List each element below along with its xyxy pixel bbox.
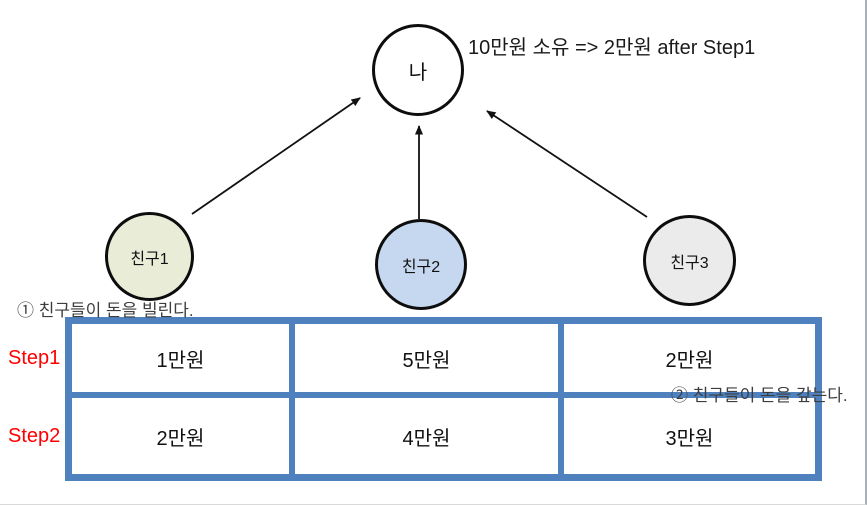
cell-step1-friend1: 1만원 (72, 324, 289, 392)
me-annotation: 10만원 소유 => 2만원 after Step1 (468, 37, 756, 59)
cell-step2-friend2: 4만원 (295, 398, 558, 474)
node-friend1-label: 친구1 (130, 250, 169, 268)
cell-step2-friend1: 2만원 (72, 398, 289, 474)
row-label-step2: Step2 (8, 424, 61, 447)
node-me-label: 나 (408, 61, 428, 84)
cell-step1-friend3: 2만원 (564, 324, 815, 392)
note-borrow: ① 친구들이 돈을 빌린다. (17, 301, 194, 320)
node-friend3: 친구3 (643, 215, 736, 306)
arrow-friend3-to-me (486, 110, 648, 218)
node-friend1: 친구1 (105, 212, 194, 301)
node-me: 나 (372, 24, 464, 116)
arrow-friend1-to-me (191, 97, 361, 215)
cell-step1-friend2: 5만원 (295, 324, 558, 392)
money-table: 1만원 5만원 2만원 2만원 4만원 3만원 (65, 317, 822, 481)
note-repay: ② 친구들이 돈을 갚는다. (671, 386, 848, 405)
cell-step2-friend3: 3만원 (564, 398, 815, 474)
node-friend3-label: 친구3 (670, 254, 709, 272)
node-friend2-label: 친구2 (401, 258, 441, 276)
node-friend2: 친구2 (375, 219, 467, 310)
row-label-step1: Step1 (8, 346, 61, 369)
